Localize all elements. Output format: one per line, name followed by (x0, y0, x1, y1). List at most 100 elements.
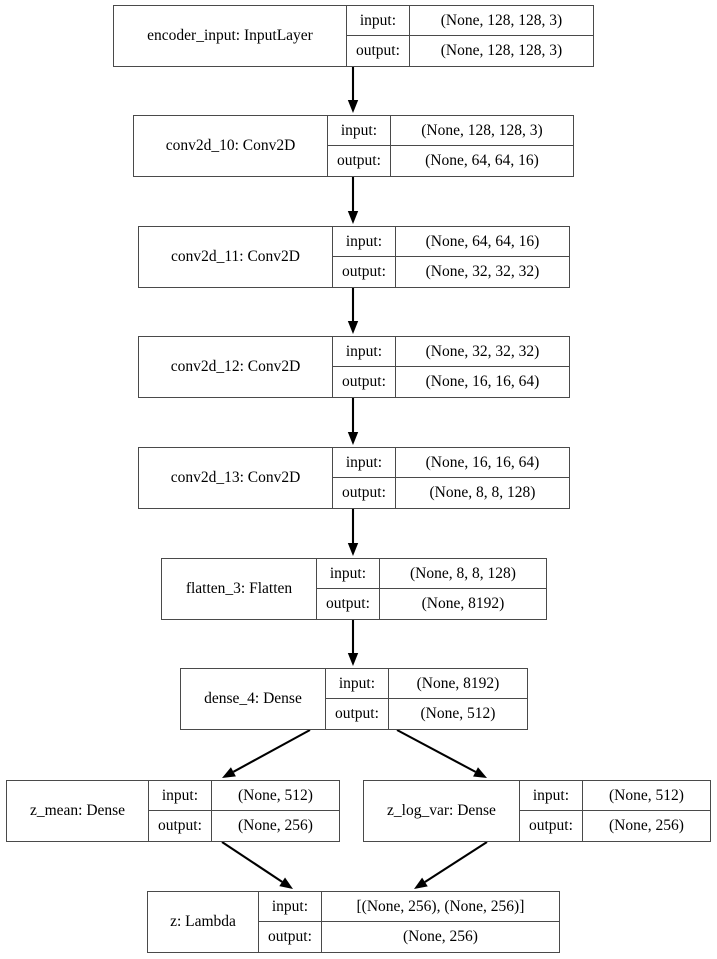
io-table-conv2d_12: input:(None, 32, 32, 32)output: (None, 16… (332, 337, 569, 397)
layer-node-conv2d_11[interactable]: conv2d_11: Conv2D input: (None, 64, 64, 16… (138, 226, 570, 288)
edge-dense_4-to-z_mean (232, 729, 311, 773)
io-label-output-flatten_3: output: (317, 589, 380, 619)
layer-name-flatten_3: flatten_3: Flatten (185, 580, 293, 597)
io-shape-input-conv2d_10: (None, 128, 128, 3) (421, 121, 543, 139)
io-shape-input-conv2d_11: (None, 64, 64, 16) (425, 232, 540, 250)
io-row-output-dense_4: output: (None, 512) (326, 699, 527, 729)
layer-name-conv2d_13: conv2d_13: Conv2D (170, 469, 301, 486)
io-row-output-z: output: (None, 256) (259, 922, 559, 952)
layer-node-z[interactable]: z: Lambda input: [(None, 256), (None, 256)… (147, 891, 560, 953)
arrowhead-conv2d_10-to-conv2d_11 (347, 211, 359, 224)
io-label-input-dense_4: input: (326, 669, 389, 698)
arrowhead-dense_4-to-z_mean (222, 767, 236, 778)
io-table-flatten_3: input: (None, 8, 8, 128) output: (None, 819… (316, 559, 546, 619)
io-shape-input-conv2d_13: (None, 16, 16, 64) (425, 453, 540, 471)
edge-z_mean-to-z (221, 841, 283, 883)
io-row-input-conv2d_12: input:(None, 32, 32, 32) (333, 337, 569, 367)
io-row-input-flatten_3: input: (None, 8, 8, 128) (317, 559, 546, 589)
io-row-input-encoder_input: input: (None, 128, 128, 3) (347, 6, 593, 36)
io-row-output-conv2d_10: output: (None, 64, 64, 16) (328, 146, 573, 176)
io-label-input-conv2d_11: input: (333, 227, 396, 256)
io-shape-input-z_log_var: (None, 512) (609, 786, 684, 804)
io-shape-input-dense_4: (None, 8192) (416, 674, 500, 692)
io-table-dense_4: input: (None, 8192) output: (None, 512) (325, 669, 527, 729)
io-label-output-conv2d_11: output: (333, 257, 396, 287)
io-row-input-z: input: [(None, 256), (None, 256)] (259, 892, 559, 922)
io-shape-output-conv2d_11: (None, 32, 32, 32) (425, 263, 540, 280)
io-row-output-conv2d_13: output: (None, 8, 8, 128) (333, 478, 569, 508)
io-shape-input-z_mean: (None, 512) (238, 786, 313, 804)
io-shape-output-dense_4: (None, 512) (420, 705, 496, 722)
layer-name-z_mean: z_mean: Dense (29, 802, 126, 819)
io-shape-input-flatten_3: (None, 8, 8, 128) (410, 564, 516, 582)
io-shape-output-conv2d_10: (None, 64, 64, 16) (425, 152, 539, 169)
io-row-output-encoder_input: output: (None, 128, 128, 3) (347, 36, 593, 66)
layer-node-dense_4[interactable]: dense_4: Dense input: (None, 8192) output: (… (180, 668, 528, 730)
io-table-encoder_input: input: (None, 128, 128, 3) output: (None, 1… (346, 6, 593, 66)
io-label-output-conv2d_10: output: (328, 146, 391, 176)
layer-name-z_log_var: z_log_var: Dense (387, 802, 496, 819)
io-label-input-conv2d_13: input: (333, 448, 396, 477)
io-row-input-conv2d_10: input: (None, 128, 128, 3) (328, 116, 573, 146)
layer-node-flatten_3[interactable]: flatten_3: Flatten input: (None, 8, 8, 128… (161, 558, 547, 620)
io-shape-output-encoder_input: (None, 128, 128, 3) (440, 42, 563, 59)
io-table-conv2d_13: input: (None, 16, 16, 64) output: (None, 8,… (332, 448, 569, 508)
arrowhead-flatten_3-to-dense_4 (347, 653, 359, 666)
io-table-conv2d_10: input: (None, 128, 128, 3) output: (None, 6… (327, 116, 573, 176)
io-shape-output-conv2d_13: (None, 8, 8, 128) (429, 484, 536, 501)
io-label-input-conv2d_10: input: (328, 116, 391, 145)
io-shape-output-flatten_3: (None, 8192) (421, 595, 505, 612)
io-table-z_mean: input:(None, 512)output: (None, 256) (148, 781, 339, 841)
io-label-input-encoder_input: input: (347, 6, 410, 35)
io-row-input-z_log_var: input: (None, 512) (520, 781, 710, 811)
io-label-output-z: output: (259, 922, 322, 952)
layer-node-encoder_input[interactable]: encoder_input: InputLayer input: (None, 12… (113, 5, 594, 67)
layer-name-conv2d_12: conv2d_12: Conv2D (170, 358, 301, 375)
io-row-input-conv2d_13: input: (None, 16, 16, 64) (333, 448, 569, 478)
io-row-output-flatten_3: output: (None, 8192) (317, 589, 546, 619)
io-label-output-z_log_var: output: (520, 811, 583, 841)
io-label-output-encoder_input: output: (347, 36, 410, 66)
io-shape-input-encoder_input: (None, 128, 128, 3) (440, 11, 563, 29)
layer-node-conv2d_10[interactable]: conv2d_10: Conv2D input: (None, 128, 128, … (133, 115, 574, 177)
io-shape-output-z_mean: (None, 256) (238, 817, 313, 834)
io-label-output-conv2d_13: output: (333, 478, 396, 508)
io-label-input-flatten_3: input: (317, 559, 380, 588)
io-shape-output-z_log_var: (None, 256) (609, 817, 684, 834)
arrowhead-dense_4-to-z_log_var (473, 767, 487, 778)
io-label-output-conv2d_12: output: (333, 367, 396, 397)
io-shape-output-z: (None, 256) (403, 928, 478, 945)
io-row-output-z_mean: output: (None, 256) (149, 811, 339, 841)
arrowhead-conv2d_11-to-conv2d_12 (347, 321, 359, 334)
io-shape-input-conv2d_12: (None, 32, 32, 32) (425, 342, 540, 360)
io-table-z_log_var: input: (None, 512) output: (None, 256) (519, 781, 710, 841)
io-row-input-z_mean: input:(None, 512) (149, 781, 339, 811)
layer-name-dense_4: dense_4: Dense (204, 690, 302, 707)
layer-name-z: z: Lambda (170, 913, 236, 930)
layer-node-conv2d_12[interactable]: conv2d_12: Conv2D input:(None, 32, 32, 32… (138, 336, 570, 398)
io-row-output-z_log_var: output: (None, 256) (520, 811, 710, 841)
edge-z_log_var-to-z (424, 841, 488, 883)
io-table-z: input: [(None, 256), (None, 256)] output: (… (258, 892, 559, 952)
edge-dense_4-to-z_log_var (396, 729, 477, 773)
arrowhead-z_mean-to-z (279, 877, 293, 889)
io-label-output-dense_4: output: (326, 699, 389, 729)
arrowhead-encoder_input-to-conv2d_10 (347, 100, 359, 113)
arrowhead-conv2d_12-to-conv2d_13 (347, 432, 359, 445)
layer-node-z_log_var[interactable]: z_log_var: Dense input: (None, 512) output:… (363, 780, 711, 842)
layer-node-z_mean[interactable]: z_mean: Dense input:(None, 512)output: (No… (6, 780, 340, 842)
io-row-input-conv2d_11: input: (None, 64, 64, 16) (333, 227, 569, 257)
layer-name-conv2d_11: conv2d_11: Conv2D (170, 248, 301, 265)
io-shape-output-conv2d_12: (None, 16, 16, 64) (425, 373, 540, 390)
io-row-input-dense_4: input: (None, 8192) (326, 669, 527, 699)
io-label-output-z_mean: output: (149, 811, 212, 841)
layer-name-encoder_input: encoder_input: InputLayer (147, 27, 313, 44)
arrowhead-z_log_var-to-z (414, 877, 428, 889)
layer-name-conv2d_10: conv2d_10: Conv2D (165, 137, 296, 154)
layer-node-conv2d_13[interactable]: conv2d_13: Conv2D input: (None, 16, 16, 64… (138, 447, 570, 509)
io-shape-input-z: [(None, 256), (None, 256)] (356, 897, 525, 915)
io-table-conv2d_11: input: (None, 64, 64, 16) output: (None, 32… (332, 227, 569, 287)
io-label-input-z_log_var: input: (520, 781, 583, 810)
io-label-input-z: input: (259, 892, 322, 921)
